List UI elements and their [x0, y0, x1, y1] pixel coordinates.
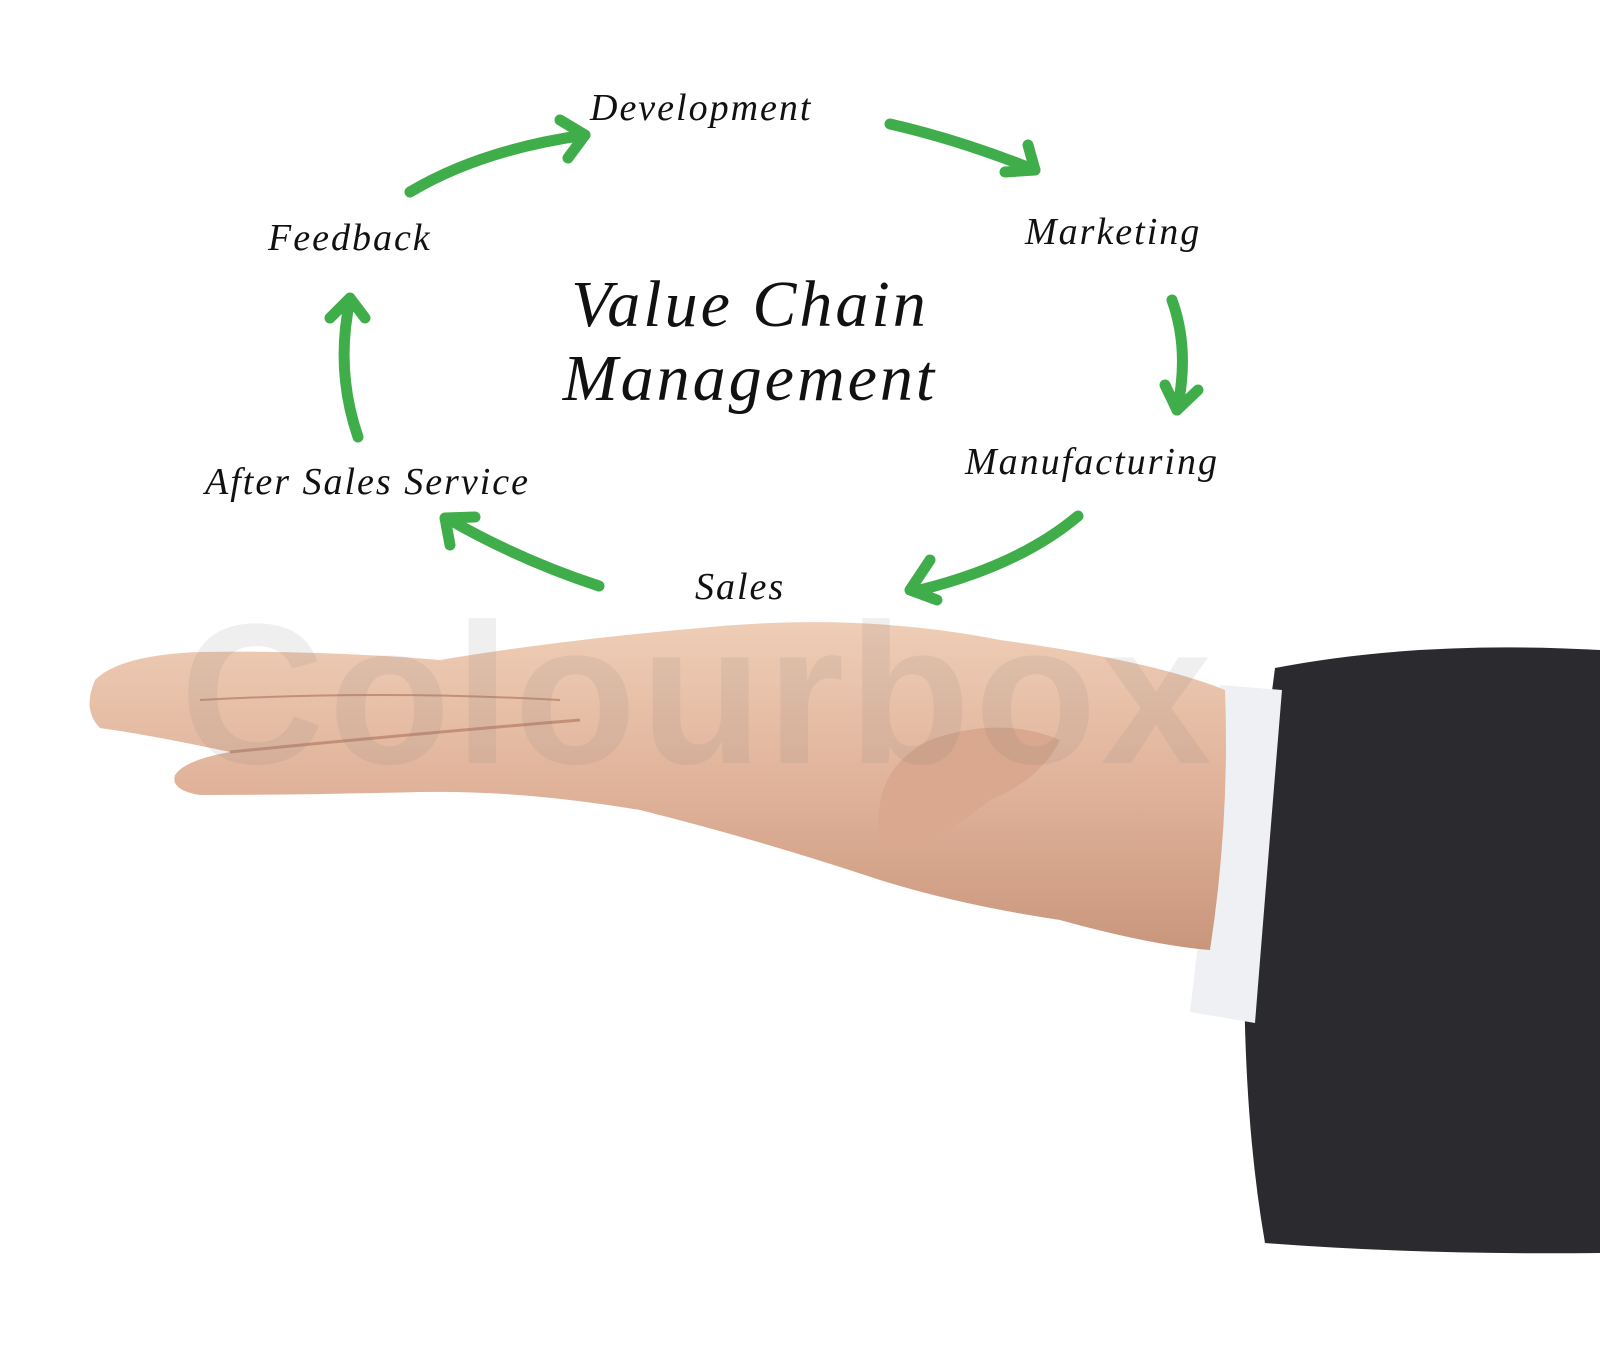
stage-development: Development: [590, 87, 813, 129]
stage-feedback: Feedback: [268, 217, 432, 259]
diagram-title: Value Chain Management: [470, 268, 1030, 416]
arrow-after-sales-to-feedback: [338, 294, 364, 443]
stage-marketing: Marketing: [1025, 211, 1202, 253]
title-line-2: Management: [562, 342, 938, 415]
title-line-1: Value Chain: [571, 268, 929, 341]
watermark: Colourbox: [180, 583, 1216, 806]
thumb: [878, 727, 1060, 847]
arrow-development-to-marketing: [884, 118, 1041, 176]
arrow-manufacturing-to-sales: [914, 510, 1084, 596]
suit-sleeve: [1244, 647, 1600, 1254]
shirt-cuff: [1190, 685, 1282, 1023]
hand: [89, 622, 1227, 950]
stage-manufacturing: Manufacturing: [965, 441, 1219, 483]
stage-after-sales-service: After Sales Service: [205, 461, 531, 503]
stage-sales: Sales: [695, 566, 786, 608]
arrow-feedback-to-development: [404, 129, 591, 198]
arrow-marketing-to-manufacturing: [1166, 294, 1188, 416]
arrow-sales-to-after-sales: [444, 514, 605, 592]
